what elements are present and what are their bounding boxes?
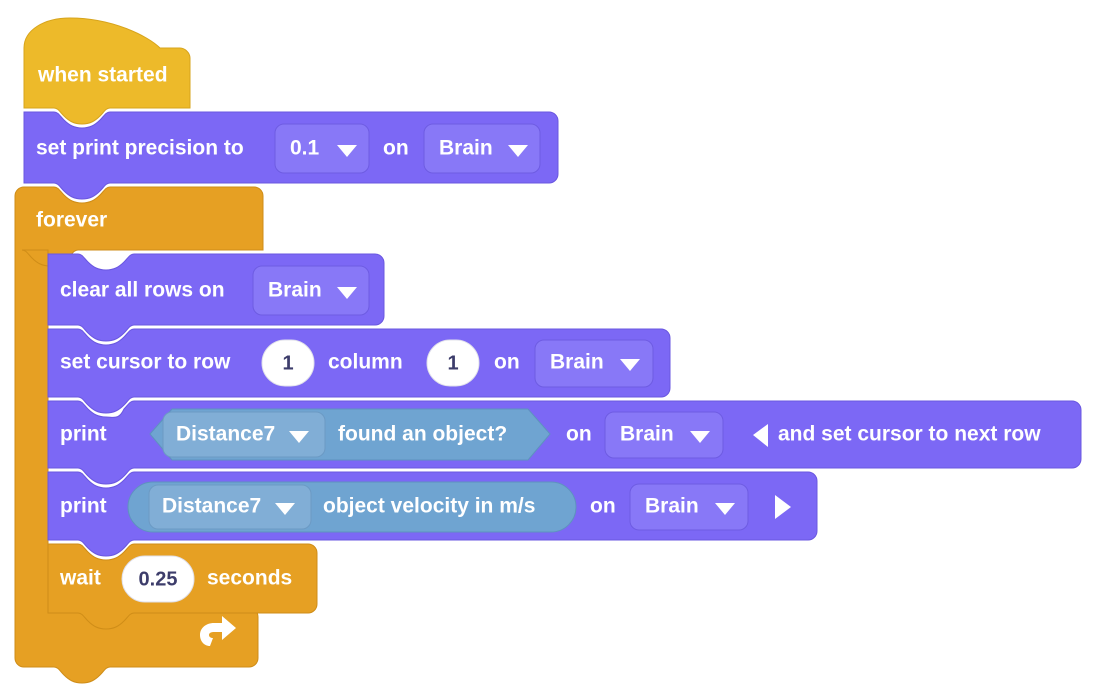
device-dropdown-box[interactable]	[252, 265, 370, 316]
set-cursor-shape[interactable]	[47, 328, 671, 414]
expand-right-arrow-icon[interactable]	[775, 495, 791, 519]
loop-arrow-icon	[200, 616, 236, 646]
device-dropdown-precision[interactable]: Brain	[423, 123, 541, 174]
sensor-dropdown-object-velocity[interactable]: Distance7	[148, 484, 312, 530]
chevron-down-icon[interactable]	[337, 145, 357, 157]
sensor-dropdown-box[interactable]	[148, 484, 312, 530]
block-set-print-precision[interactable]: set print precision to 0.1 on Brain	[23, 111, 559, 200]
block-clear-all-rows[interactable]: clear all rows on Brain	[47, 253, 385, 342]
precision-dropdown[interactable]: 0.1	[274, 123, 370, 174]
column-number-input[interactable]: 1	[426, 339, 480, 387]
sensor-dropdown-found-object[interactable]: Distance7	[162, 411, 326, 458]
device-dropdown-box[interactable]	[423, 123, 541, 174]
device-dropdown-box[interactable]	[629, 483, 749, 531]
sensor-dropdown-box[interactable]	[162, 411, 326, 458]
chevron-down-icon[interactable]	[275, 503, 295, 515]
when-started-shape[interactable]	[23, 17, 191, 125]
chevron-down-icon[interactable]	[289, 431, 309, 443]
reporter-distance-found-object[interactable]: Distance7 found an object?	[149, 408, 551, 461]
device-dropdown-box[interactable]	[604, 411, 724, 459]
chevron-down-icon[interactable]	[508, 145, 528, 157]
precision-dropdown-box[interactable]	[274, 123, 370, 174]
chevron-down-icon[interactable]	[620, 359, 640, 371]
block-print-object-velocity[interactable]: print Distance7 object velocity in m/s o…	[47, 471, 818, 557]
block-when-started[interactable]: when started	[23, 17, 191, 125]
chevron-down-icon[interactable]	[690, 431, 710, 443]
chevron-down-icon[interactable]	[715, 503, 735, 515]
device-dropdown-clear-rows[interactable]: Brain	[252, 265, 370, 316]
device-dropdown-box[interactable]	[534, 339, 654, 388]
reporter-distance-object-velocity[interactable]: Distance7 object velocity in m/s	[127, 481, 577, 533]
chevron-down-icon[interactable]	[337, 287, 357, 299]
wait-seconds-box[interactable]	[121, 555, 195, 603]
device-dropdown-print-found[interactable]: Brain	[604, 411, 724, 459]
wait-seconds-input[interactable]: 0.25	[121, 555, 195, 603]
row-number-box[interactable]	[261, 339, 315, 387]
column-number-box[interactable]	[426, 339, 480, 387]
device-dropdown-print-velocity[interactable]: Brain	[629, 483, 749, 531]
collapse-left-arrow-icon[interactable]	[753, 424, 768, 447]
block-set-cursor[interactable]: set cursor to row 1 column 1 on Brain	[47, 328, 671, 414]
row-number-input[interactable]: 1	[261, 339, 315, 387]
device-dropdown-set-cursor[interactable]: Brain	[534, 339, 654, 388]
